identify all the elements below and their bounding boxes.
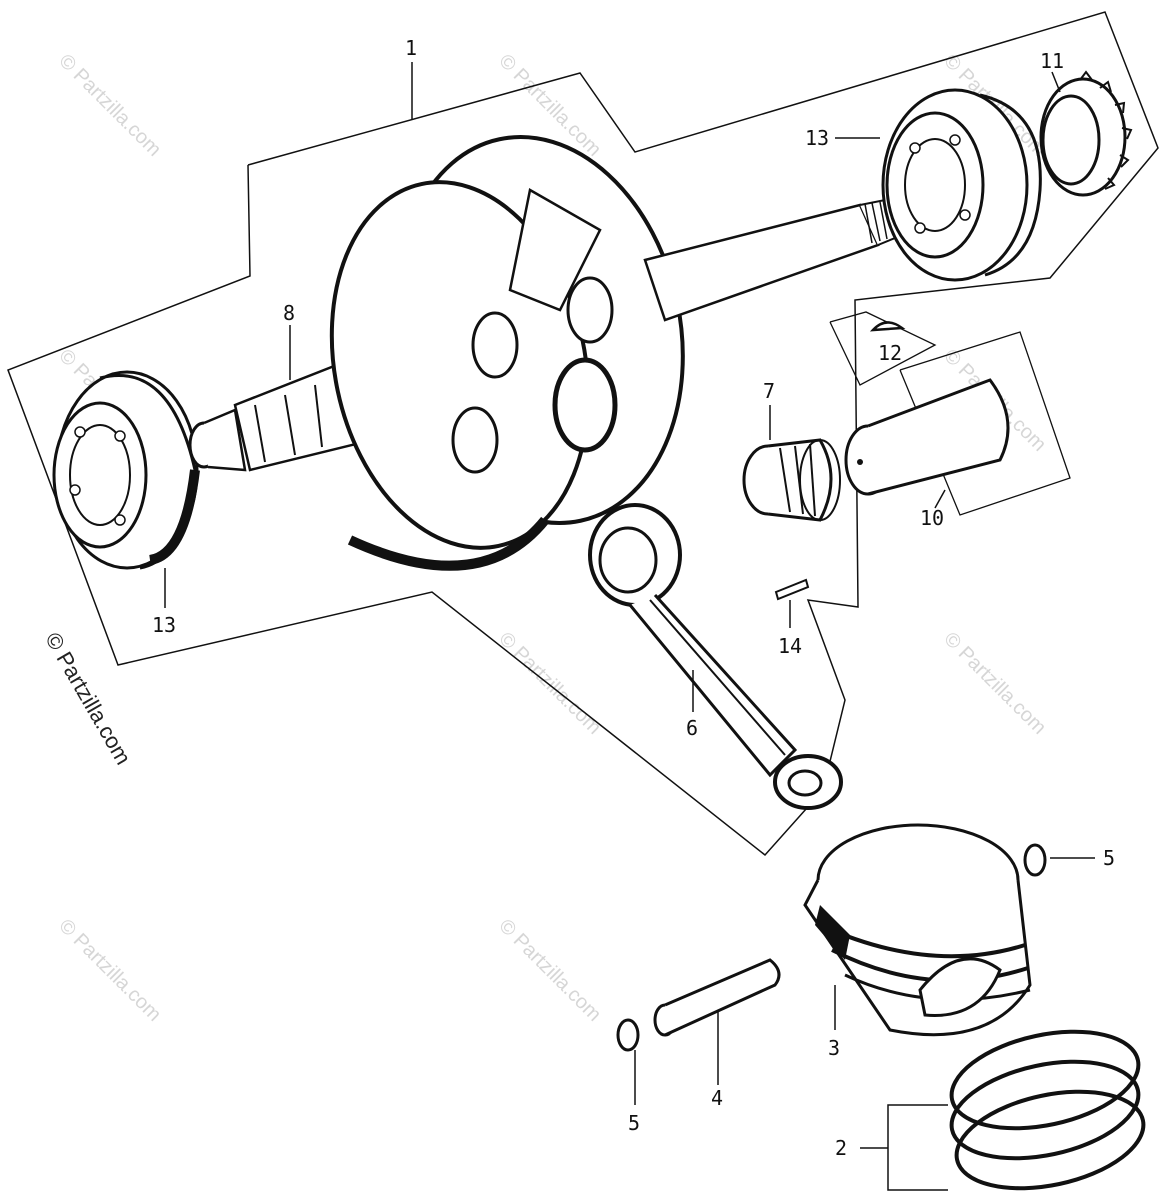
callout-13-right: 13 bbox=[805, 126, 829, 150]
callout-12: 12 bbox=[878, 341, 902, 365]
callout-1: 1 bbox=[405, 36, 417, 60]
callout-11: 11 bbox=[1040, 49, 1064, 73]
piston-pin bbox=[653, 958, 781, 1037]
crankshaft-right-shaft bbox=[643, 198, 897, 322]
piston-pin-clip-right bbox=[1023, 843, 1047, 877]
callout-10: 10 bbox=[920, 506, 944, 530]
piston-pin-clip-left bbox=[616, 1018, 640, 1052]
callout-5-right: 5 bbox=[1103, 846, 1115, 870]
right-bearing bbox=[881, 88, 1042, 282]
sprocket bbox=[1039, 70, 1133, 197]
callout-4: 4 bbox=[711, 1086, 723, 1110]
callout-14: 14 bbox=[778, 634, 802, 658]
callout-7: 7 bbox=[763, 379, 775, 403]
small-pin bbox=[774, 578, 810, 601]
woodruff-key bbox=[869, 321, 906, 332]
piston bbox=[803, 823, 1032, 1037]
piston-rings bbox=[949, 1029, 1146, 1191]
crankshaft-flywheels bbox=[329, 135, 685, 571]
callout-13-left: 13 bbox=[152, 613, 176, 637]
needle-bearing bbox=[742, 438, 841, 522]
callout-2: 2 bbox=[835, 1136, 847, 1160]
left-bearing bbox=[52, 370, 200, 570]
callout-8: 8 bbox=[283, 301, 295, 325]
callout-6: 6 bbox=[686, 716, 698, 740]
callout-5-left: 5 bbox=[628, 1111, 640, 1135]
group-outline-crankshaft bbox=[7, 11, 1159, 857]
leader-lines bbox=[164, 62, 1095, 1191]
callout-3: 3 bbox=[828, 1036, 840, 1060]
connecting-rod bbox=[588, 503, 843, 810]
crank-pin bbox=[844, 378, 1010, 496]
group-outline-key bbox=[829, 311, 937, 386]
